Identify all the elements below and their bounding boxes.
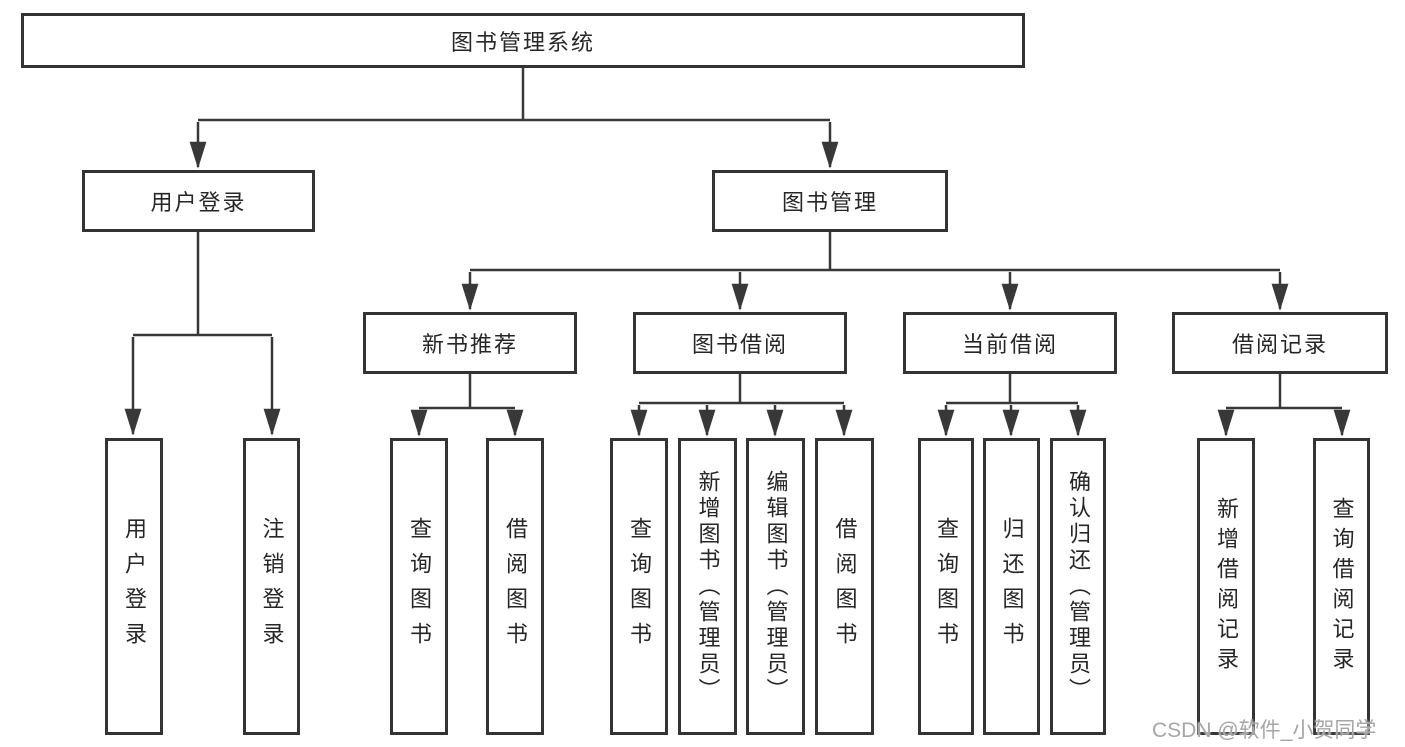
leaf-newbook-query-books: 查询图书 bbox=[390, 438, 448, 735]
leaf-borrow-borrow-books: 借阅图书 bbox=[815, 438, 874, 735]
leaf-current-confirm-return-admin: 确认归还（管理员） bbox=[1050, 438, 1106, 735]
node-user-login-label: 用户登录 bbox=[150, 190, 247, 215]
node-book-borrow: 图书借阅 bbox=[633, 312, 847, 374]
leaf-record-query: 查询借阅记录 bbox=[1313, 438, 1370, 735]
node-current-borrow: 当前借阅 bbox=[903, 312, 1117, 374]
node-current-borrow-label: 当前借阅 bbox=[961, 332, 1058, 357]
node-book-borrow-label: 图书借阅 bbox=[691, 332, 788, 357]
leaf-record-add: 新增借阅记录 bbox=[1197, 438, 1255, 735]
leaf-logout: 注销登录 bbox=[243, 438, 300, 735]
node-book-management: 图书管理 bbox=[712, 170, 948, 232]
leaf-borrow-query-books: 查询图书 bbox=[610, 438, 668, 735]
node-root-label: 图书管理系统 bbox=[450, 29, 595, 55]
leaf-user-login: 用户登录 bbox=[105, 438, 163, 735]
node-user-login: 用户登录 bbox=[82, 170, 315, 232]
leaf-borrow-add-books-admin: 新增图书（管理员） bbox=[678, 438, 737, 735]
leaf-newbook-borrow-books: 借阅图书 bbox=[486, 438, 544, 735]
csdn-watermark: CSDN @软件_小贺同学 bbox=[1152, 719, 1377, 742]
node-borrow-record: 借阅记录 bbox=[1172, 312, 1388, 374]
node-root: 图书管理系统 bbox=[21, 13, 1025, 68]
leaf-borrow-edit-books-admin: 编辑图书（管理员） bbox=[746, 438, 805, 735]
leaf-current-return-books: 归还图书 bbox=[983, 438, 1040, 735]
node-new-book-recommend: 新书推荐 bbox=[363, 312, 577, 374]
node-new-book-recommend-label: 新书推荐 bbox=[421, 332, 518, 357]
leaf-current-query-books: 查询图书 bbox=[918, 438, 974, 735]
node-book-management-label: 图书管理 bbox=[781, 190, 878, 215]
node-borrow-record-label: 借阅记录 bbox=[1231, 332, 1328, 357]
